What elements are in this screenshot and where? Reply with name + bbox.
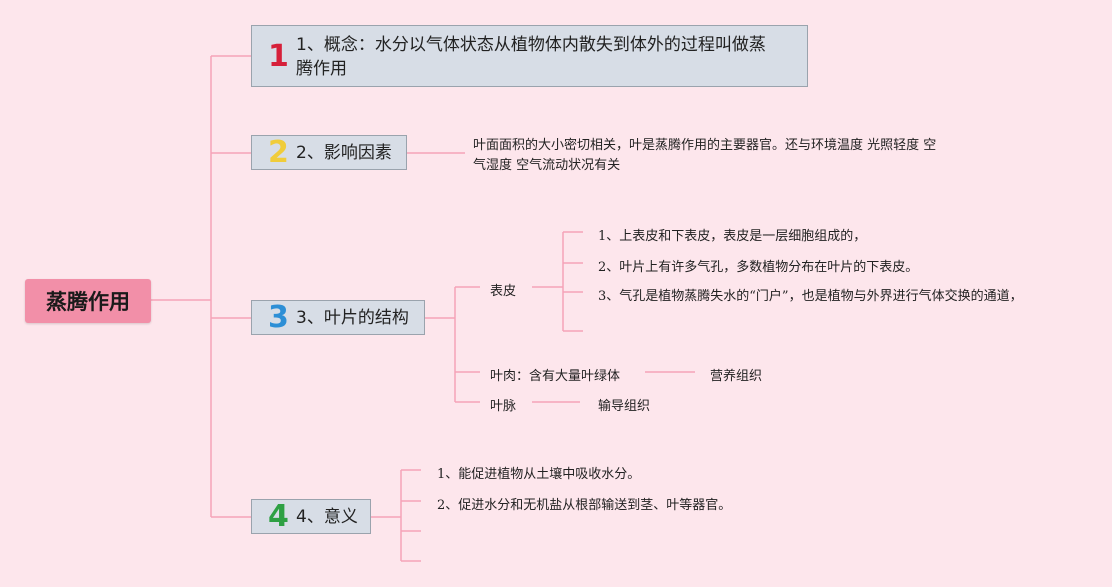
meaning-item-1[interactable]: 1、能促进植物从土壤中吸收水分。: [437, 467, 641, 482]
branch-2-node[interactable]: 2 2、影响因素: [251, 135, 407, 170]
branch-1-label: 1、概念：水分以气体状态从植物体内散失到体外的过程叫做蒸: [296, 35, 766, 55]
number-2-badge: 2: [268, 135, 289, 170]
branch-4-label: 4、意义: [296, 507, 358, 527]
branch-3-label: 3、叶片的结构: [296, 308, 409, 328]
branch-2-detail-line2: 气湿度 空气流动状况有关: [473, 158, 621, 173]
biaopi-item-1[interactable]: 1、上表皮和下表皮，表皮是一层细胞组成的，: [598, 229, 867, 244]
branch-3-node[interactable]: 3 3、叶片的结构: [251, 300, 425, 335]
branch-1-label-line2: 腾作用: [296, 59, 347, 79]
branch-2-detail-line1: 叶面面积的大小密切相关，叶是蒸腾作用的主要器官。还与环境温度 光照轻度 空: [473, 138, 937, 153]
number-3-badge: 3: [268, 300, 289, 335]
branch-4-node[interactable]: 4 4、意义: [251, 499, 371, 534]
yemai-sub[interactable]: 输导组织: [598, 399, 651, 414]
root-label: 蒸腾作用: [46, 290, 130, 314]
branch-2-detail: 叶面面积的大小密切相关，叶是蒸腾作用的主要器官。还与环境温度 光照轻度 空 气湿…: [473, 136, 936, 176]
yemai-label[interactable]: 叶脉: [490, 399, 517, 414]
branch-1-node[interactable]: 1 1、概念：水分以气体状态从植物体内散失到体外的过程叫做蒸 腾作用: [251, 25, 808, 87]
biaopi-item-3[interactable]: 3、气孔是植物蒸腾失水的“门户”，也是植物与外界进行气体交换的通道，: [598, 289, 1023, 304]
biaopi-item-2[interactable]: 2、叶片上有许多气孔，多数植物分布在叶片的下表皮。: [598, 260, 919, 275]
yerou-label[interactable]: 叶肉：含有大量叶绿体: [490, 369, 621, 384]
number-4-badge: 4: [268, 499, 289, 534]
root-node[interactable]: 蒸腾作用: [25, 279, 151, 323]
yerou-sub[interactable]: 营养组织: [710, 369, 763, 384]
meaning-item-2[interactable]: 2、促进水分和无机盐从根部输送到茎、叶等器官。: [437, 498, 732, 513]
biaopi-label[interactable]: 表皮: [490, 284, 517, 299]
number-1-badge: 1: [268, 39, 289, 74]
branch-2-label: 2、影响因素: [296, 143, 392, 163]
